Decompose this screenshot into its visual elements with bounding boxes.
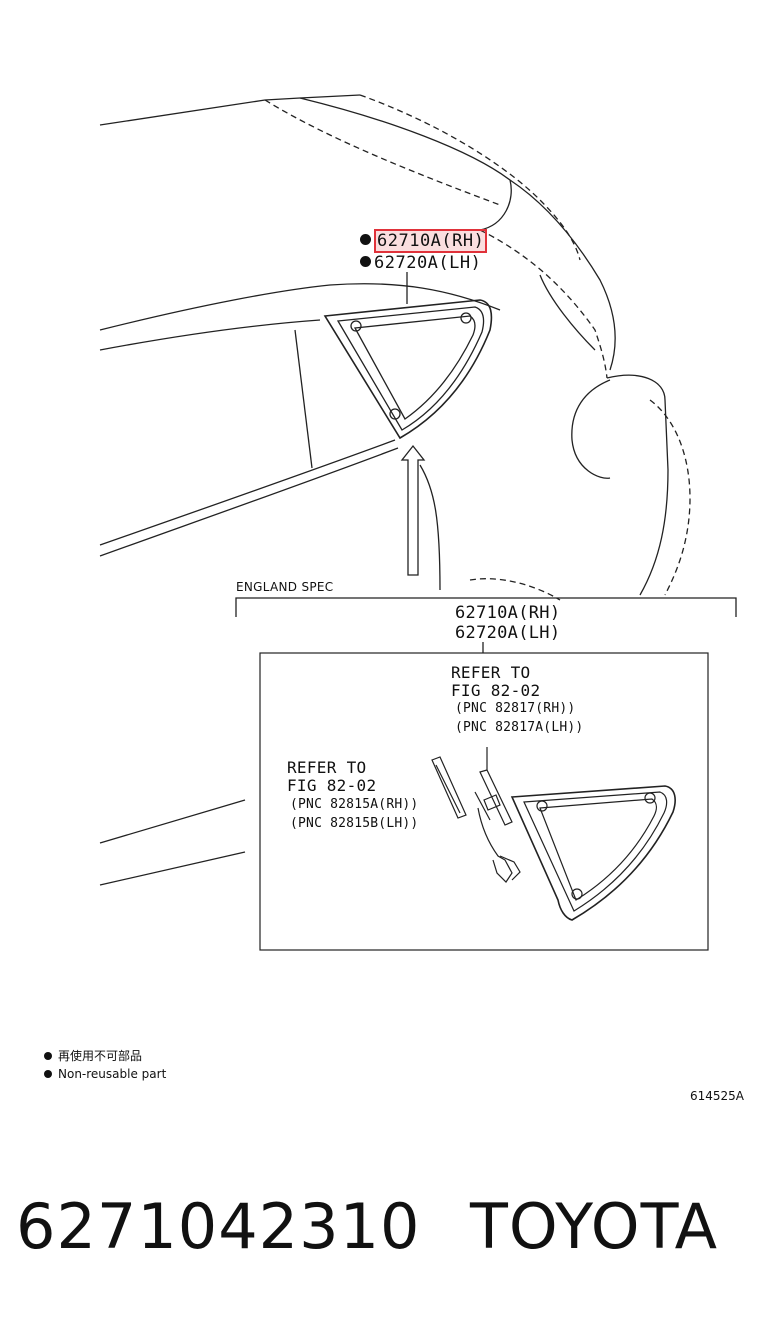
spec-part-lh[interactable]: 62720A(LH) bbox=[455, 623, 561, 643]
figure-code: 614525A bbox=[690, 1089, 745, 1103]
belt-line-upper bbox=[99, 283, 501, 331]
refer-lower-line2[interactable]: FIG 82-02 bbox=[287, 776, 377, 795]
spec-part-rh[interactable]: 62710A(RH) bbox=[455, 603, 561, 623]
tail-curve bbox=[571, 379, 611, 479]
rear-pillar bbox=[509, 179, 616, 371]
spec-bracket bbox=[235, 597, 737, 617]
footer-part-number: 6271042310 bbox=[16, 1190, 421, 1263]
detail-window-outer bbox=[510, 785, 676, 921]
detail-window-glass bbox=[539, 798, 657, 901]
window-clip bbox=[350, 320, 362, 332]
legend-jp-text: 再使用不可部品 bbox=[58, 1049, 143, 1063]
roof-spoiler bbox=[299, 97, 512, 231]
tail-shape bbox=[606, 374, 669, 596]
tail-lower-dash bbox=[649, 399, 691, 596]
non-reusable-dot-icon bbox=[360, 233, 371, 245]
refer-upper-pnc-lh: (PNC 82817A(LH)) bbox=[455, 720, 584, 735]
bullet-dot-icon bbox=[44, 1069, 52, 1078]
refer-lower-line1: REFER TO bbox=[287, 758, 367, 777]
quarter-window-inner bbox=[336, 306, 485, 431]
body-panel bbox=[419, 464, 441, 591]
belt-line-lower bbox=[99, 319, 321, 351]
detail-box bbox=[259, 652, 709, 951]
refer-upper-pnc-rh: (PNC 82817(RH)) bbox=[455, 701, 576, 716]
window-clip bbox=[389, 408, 401, 420]
legend-en-text: Non-reusable part bbox=[58, 1067, 167, 1081]
window-clip bbox=[460, 312, 472, 324]
callout-rh-label: 62710A(RH) bbox=[374, 229, 488, 253]
door-line-1 bbox=[99, 439, 396, 546]
england-spec-label: ENGLAND SPEC bbox=[236, 580, 334, 594]
detail-window-inner bbox=[523, 791, 668, 912]
door-frame bbox=[294, 329, 313, 469]
refer-lower-pnc-rh: (PNC 82815A(RH)) bbox=[290, 797, 419, 812]
quarter-window-glass bbox=[353, 315, 476, 420]
roof-line bbox=[99, 94, 361, 126]
legend-en: Non-reusable part bbox=[44, 1065, 166, 1083]
callout-lh[interactable]: 62720A(LH) bbox=[360, 252, 481, 274]
roof-inner-line bbox=[264, 99, 501, 206]
refer-lower-pnc-lh: (PNC 82815B(LH)) bbox=[290, 816, 419, 831]
bracket-part bbox=[477, 807, 513, 883]
molding-strip bbox=[431, 756, 467, 819]
legend-jp: 再使用不可部品 bbox=[44, 1047, 142, 1065]
tail-inner bbox=[539, 274, 596, 351]
fender-dash bbox=[469, 578, 561, 601]
clip-strip bbox=[479, 769, 513, 826]
body-line-b bbox=[99, 851, 246, 886]
callout-rh[interactable]: 62710A(RH) bbox=[360, 229, 488, 253]
refer-upper-line2[interactable]: FIG 82-02 bbox=[451, 681, 541, 700]
non-reusable-dot-icon bbox=[360, 255, 371, 267]
callout-lh-label: 62720A(LH) bbox=[374, 253, 482, 273]
bullet-dot-icon bbox=[44, 1051, 52, 1060]
view-arrow bbox=[400, 444, 426, 576]
door-line-2 bbox=[99, 447, 399, 557]
footer-brand: TOYOTA bbox=[470, 1190, 719, 1263]
body-line-a bbox=[99, 799, 246, 844]
bracket-leader bbox=[474, 791, 491, 821]
rear-outer-dash bbox=[479, 229, 608, 379]
quarter-window-outer bbox=[323, 299, 493, 440]
refer-upper-line1: REFER TO bbox=[451, 663, 531, 682]
